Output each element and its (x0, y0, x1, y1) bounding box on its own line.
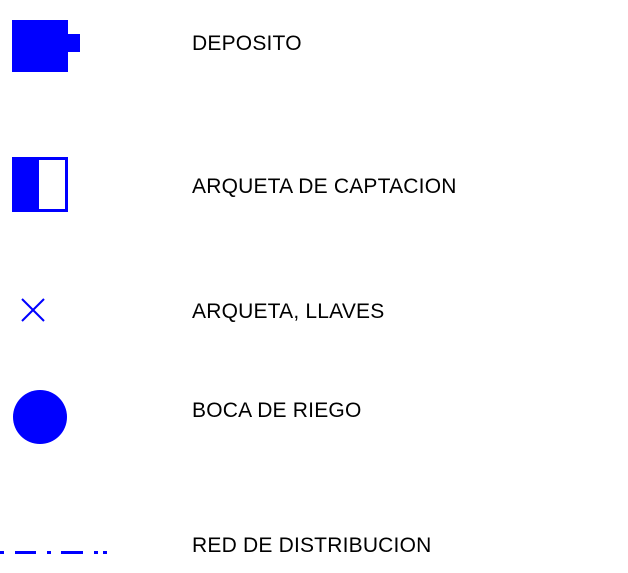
legend-item-red-distribucion: RED DE DISTRIBUCION (0, 520, 628, 573)
tank-icon (12, 20, 80, 72)
legend-item-deposito: DEPOSITO (0, 0, 628, 90)
legend-label: ARQUETA DE CAPTACION (192, 175, 457, 198)
legend-item-arqueta-llaves: ARQUETA, LLAVES (0, 285, 628, 345)
distribution-line-icon (0, 551, 107, 554)
legend-label: BOCA DE RIEGO (192, 399, 362, 422)
catchment-box-icon (12, 157, 68, 212)
valve-box-cross-icon (21, 298, 45, 322)
legend-label: DEPOSITO (192, 32, 302, 55)
legend-item-boca-riego: BOCA DE RIEGO (0, 380, 628, 460)
legend-label: RED DE DISTRIBUCION (192, 534, 432, 557)
legend-label: ARQUETA, LLAVES (192, 300, 385, 323)
irrigation-hydrant-icon (13, 390, 67, 444)
legend-item-arqueta-captacion: ARQUETA DE CAPTACION (0, 150, 628, 220)
